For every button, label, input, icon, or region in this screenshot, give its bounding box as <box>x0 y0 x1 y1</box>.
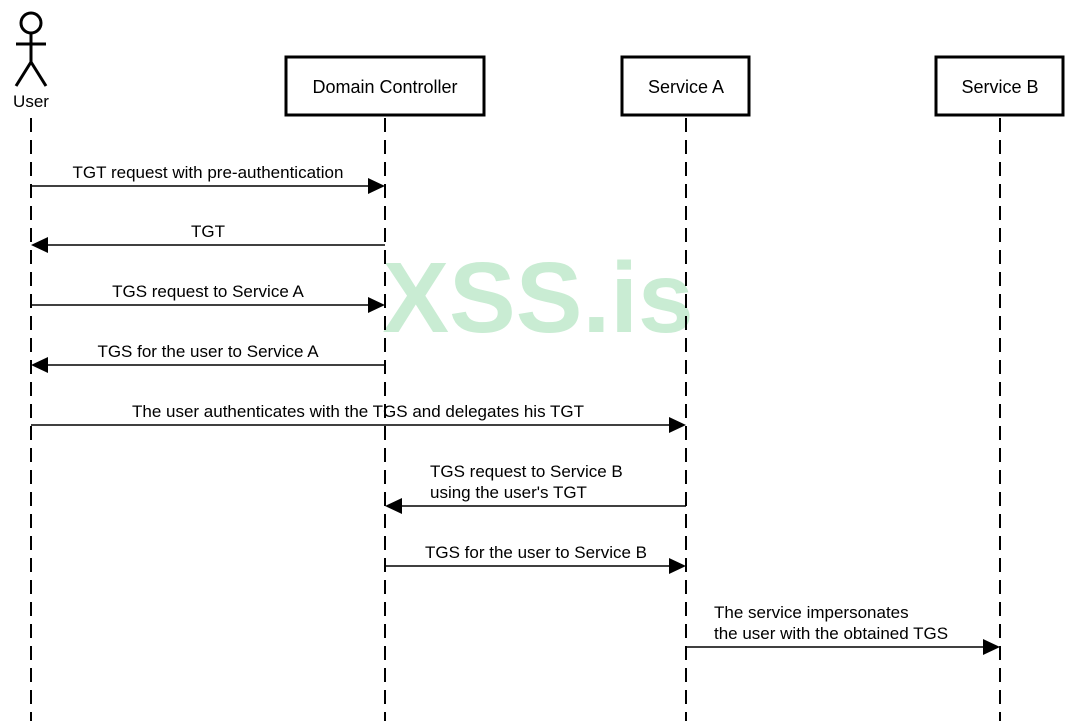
message-8: The service impersonates the user with th… <box>686 603 1000 655</box>
message-label: the user with the obtained TGS <box>714 624 948 643</box>
arrowhead-icon <box>669 417 686 433</box>
message-label: TGS request to Service B <box>430 462 623 481</box>
arrowhead-icon <box>983 639 1000 655</box>
message-label: TGS for the user to Service B <box>425 543 647 562</box>
message-label: The user authenticates with the TGS and … <box>132 402 584 421</box>
participant-domain-controller-label: Domain Controller <box>312 77 457 97</box>
message-3: TGS request to Service A <box>31 282 385 313</box>
participant-service-a-label: Service A <box>648 77 724 97</box>
message-1: TGT request with pre-authentication <box>31 163 385 194</box>
message-label: TGS for the user to Service A <box>97 342 319 361</box>
message-7: TGS for the user to Service B <box>385 543 686 574</box>
arrowhead-icon <box>385 498 402 514</box>
arrowhead-icon <box>31 357 48 373</box>
arrowhead-icon <box>31 237 48 253</box>
arrowhead-icon <box>368 297 385 313</box>
arrowhead-icon <box>368 178 385 194</box>
arrowhead-icon <box>669 558 686 574</box>
message-4: TGS for the user to Service A <box>31 342 385 373</box>
message-5: The user authenticates with the TGS and … <box>31 402 686 433</box>
message-label: The service impersonates <box>714 603 909 622</box>
participant-service-b-label: Service B <box>961 77 1038 97</box>
user-actor-icon <box>14 11 48 87</box>
participant-user-label: User <box>13 92 49 111</box>
message-label: TGT <box>191 222 225 241</box>
participant-service-a: Service A <box>620 55 751 117</box>
message-6: TGS request to Service B using the user's… <box>385 462 686 514</box>
message-label: TGT request with pre-authentication <box>73 163 344 182</box>
message-label: TGS request to Service A <box>112 282 304 301</box>
watermark: XSS.is <box>382 242 693 354</box>
message-label: using the user's TGT <box>430 483 587 502</box>
participant-service-b: Service B <box>934 55 1065 117</box>
message-2: TGT <box>31 222 385 253</box>
participant-domain-controller: Domain Controller <box>284 55 486 117</box>
